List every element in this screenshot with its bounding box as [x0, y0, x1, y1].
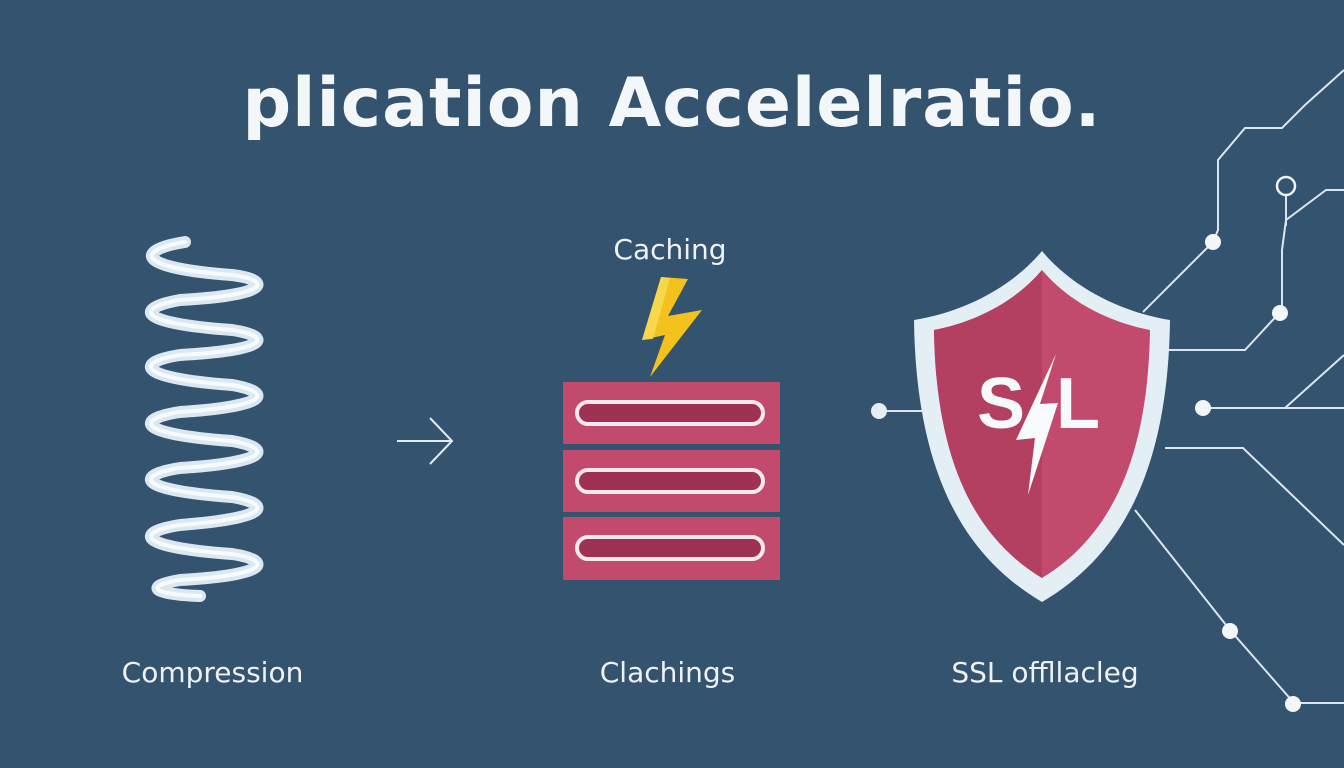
shield-icon	[914, 251, 1170, 602]
spring-coil-icon	[145, 236, 264, 602]
server-stack-icon	[563, 382, 780, 580]
circuit-lines	[880, 69, 1344, 704]
page-title: plication Accelelratio.	[242, 64, 1102, 143]
circuit-nodes	[871, 175, 1301, 712]
lightning-bolt-icon	[642, 277, 702, 377]
compression-label: Compression	[121, 656, 304, 689]
arrow-right-icon	[397, 417, 454, 465]
caching-top-label: Caching	[613, 233, 727, 266]
shield-letter-s: S	[977, 364, 1025, 444]
ssl-offloading-label: SSL offllacleg	[951, 656, 1139, 689]
shield-letter-l: L	[1056, 364, 1100, 444]
caching-label: Clachings	[599, 656, 736, 689]
